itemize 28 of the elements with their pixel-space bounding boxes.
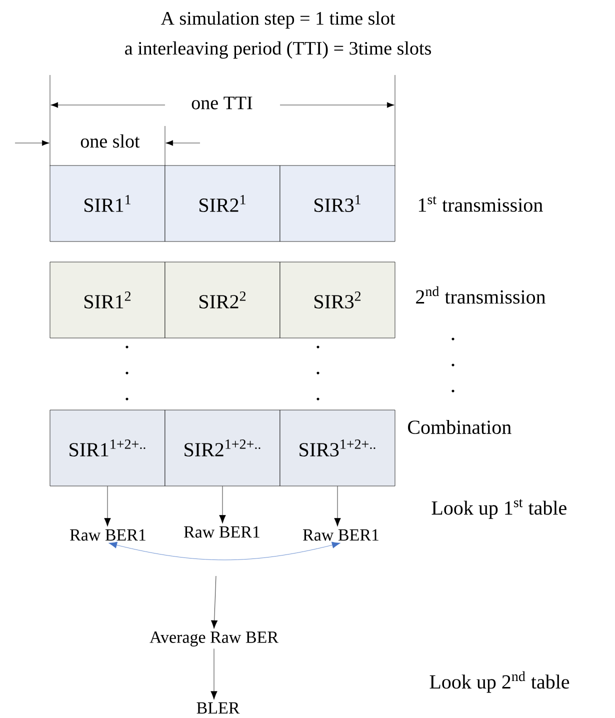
arrow [108,542,340,560]
row-label: Look up 2$^{nd}$ table [430,671,570,693]
sir-cell: SIR3$^{2}$ [280,262,396,338]
result-text: Raw BER1 [70,529,146,541]
heading: A simulation step = 1 time slot [160,11,396,29]
sir-cell: SIR2$^{1+2+..}$ [164,410,280,486]
result-text: Raw BER1 [184,526,260,538]
sir-cell: SIR2$^{1}$ [164,165,280,242]
dimension-label: one slot [80,134,140,148]
arrow [334,486,341,527]
row-label: 2$^{nd}$ transmission [416,286,546,304]
sir-cell: SIR3$^{1+2+..}$ [280,410,396,486]
row-label: Look up 1$^{st}$ table [432,499,566,519]
sir-cell: SIR3$^{1}$ [280,165,396,242]
dimension-label: one TTI [192,96,252,110]
result-text: BLER [196,702,240,714]
sir-cell: SIR1$^{2}$ [50,262,166,338]
heading: a interleaving period (TTI) = 3time slots [125,41,431,59]
result-text: Raw BER1 [303,529,378,541]
sir-cell: SIR2$^{2}$ [164,262,280,338]
sir-cell: SIR1$^{1+2+..}$ [50,410,166,486]
arrow [210,648,218,700]
sir-cell: SIR1$^{1}$ [50,165,166,242]
arrow [104,486,111,527]
arrow [219,486,226,524]
result-text: Average Raw BER [150,632,278,646]
row-label: 1$^{st}$ transmission [418,196,543,212]
arrow [210,576,218,629]
